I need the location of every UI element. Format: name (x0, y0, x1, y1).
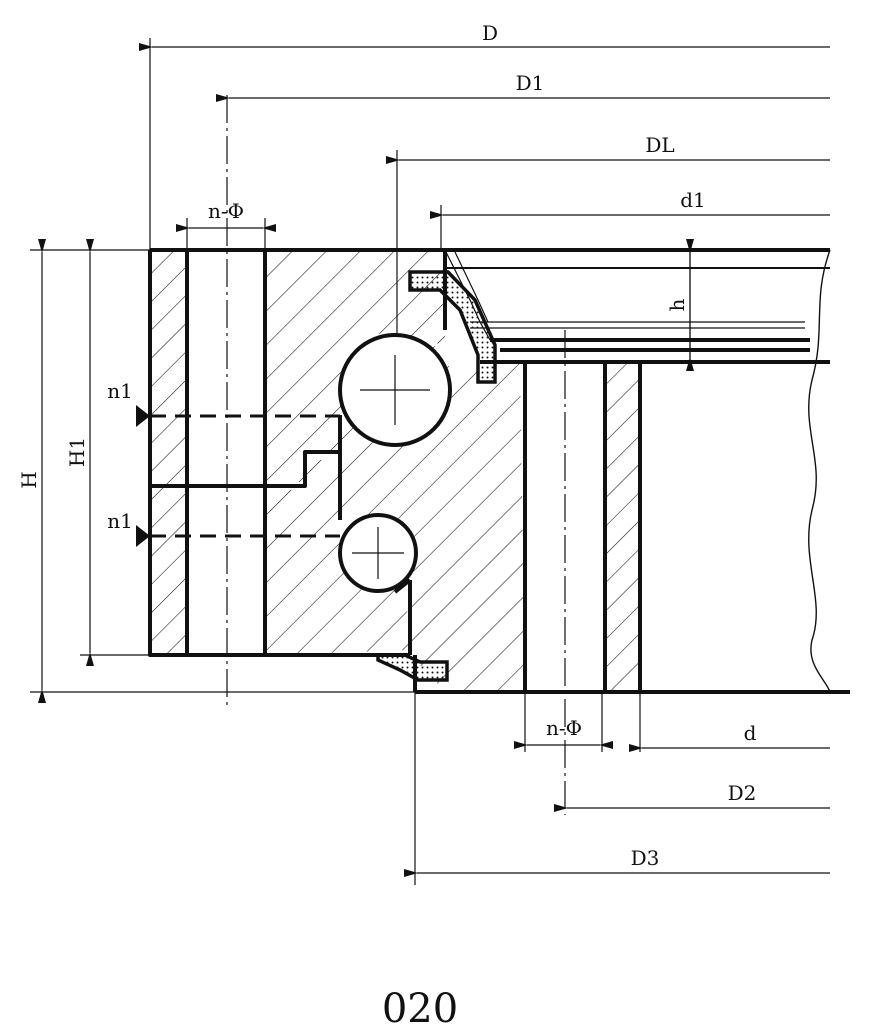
label-d: d (744, 721, 757, 745)
seal-upper (408, 270, 497, 384)
dimension-lines (30, 38, 830, 885)
seal-lower (376, 653, 449, 682)
label-H: H (17, 471, 41, 488)
label-D: D (482, 21, 498, 45)
grease-nipple-icon (136, 525, 150, 547)
drawing-caption: 020 (382, 986, 458, 1032)
center-lines (226, 95, 566, 815)
label-DL: DL (645, 133, 674, 157)
label-H1: H1 (65, 437, 89, 467)
outer-ring-section (150, 250, 445, 655)
break-line (808, 249, 831, 693)
label-n-phi-bottom: n-Φ (546, 716, 582, 740)
label-n-phi-top: n-Φ (208, 199, 244, 223)
ball-elements (338, 333, 452, 593)
label-D3: D3 (631, 846, 660, 870)
label-d1: d1 (680, 188, 706, 212)
label-D1: D1 (516, 71, 545, 95)
label-n1-lower: n1 (107, 509, 133, 533)
lubrication-holes (136, 405, 340, 547)
dimension-labels: D D1 DL d1 n-Φ h H H1 n1 n1 n-Φ d D2 D3 (17, 21, 757, 870)
label-n1-upper: n1 (107, 379, 133, 403)
grease-nipple-icon (136, 405, 150, 427)
label-D2: D2 (728, 781, 757, 805)
label-h: h (665, 298, 689, 311)
